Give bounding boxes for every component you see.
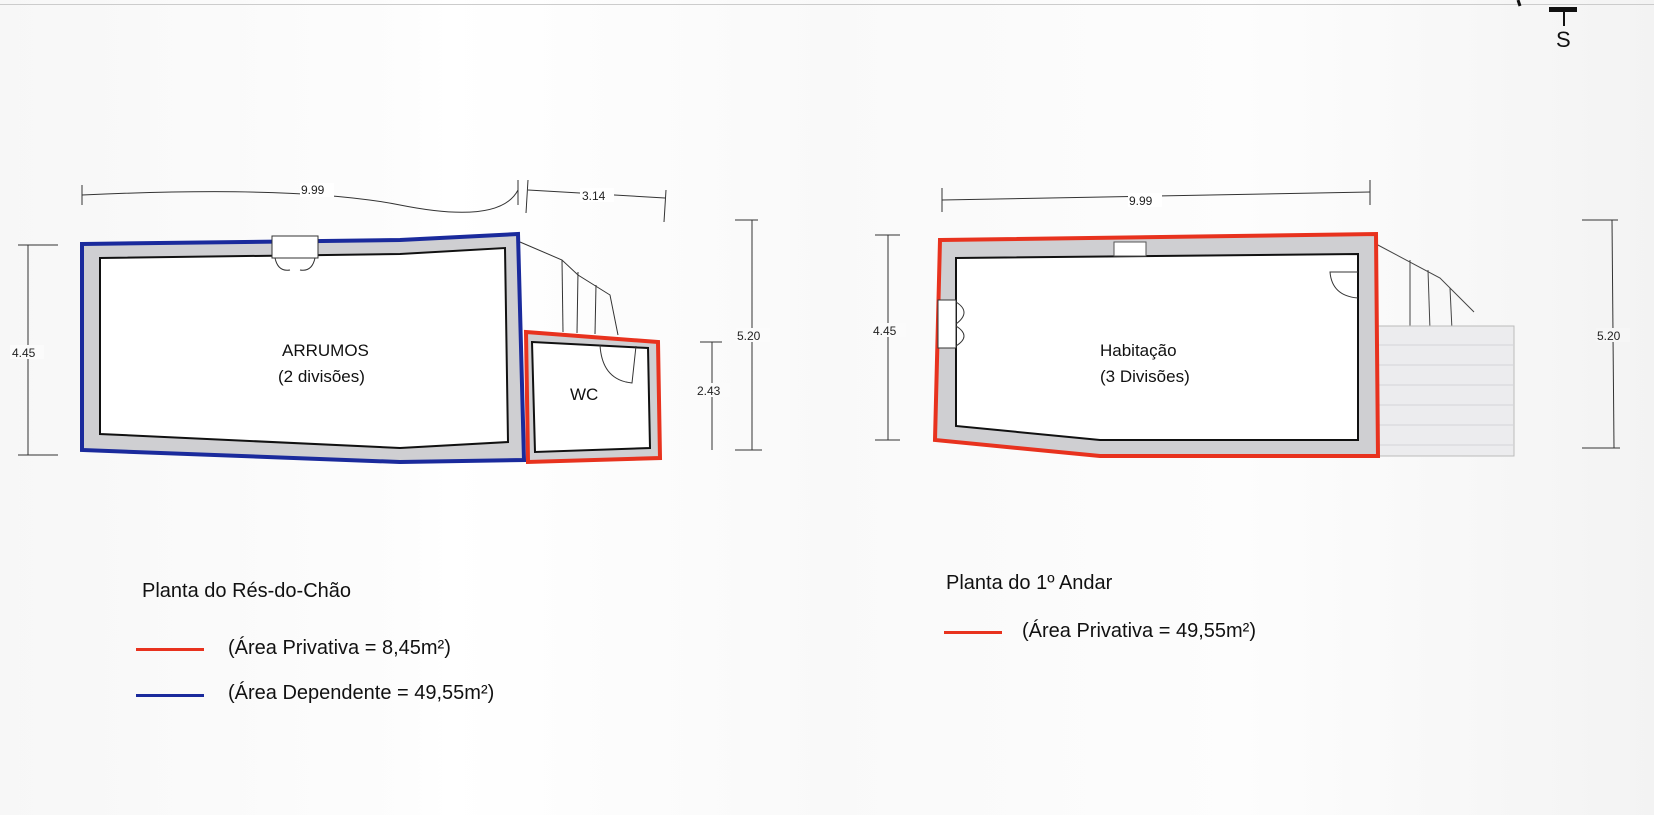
legend-swatch-privativa xyxy=(136,648,204,651)
dim-ground-width-main: 9.99 xyxy=(301,183,325,197)
first-stairs xyxy=(1375,243,1475,331)
ground-legend-dependente: (Área Dependente = 49,55m²) xyxy=(228,682,495,704)
ground-floor-plan: 9.99 3.14 4.45 5.20 2.43 ARRUMOS (2 divi… xyxy=(10,179,770,465)
wc-door-icon xyxy=(599,344,637,384)
first-floor-title: Planta do 1º Andar xyxy=(946,572,1113,594)
room-arrumos-name: ARRUMOS xyxy=(282,341,369,360)
legend-swatch-privativa-first xyxy=(944,631,1002,634)
room-arrumos-subtitle: (2 divisões) xyxy=(278,367,365,386)
dim-ground-width-wc: 3.14 xyxy=(582,189,606,203)
ground-legend-privativa: (Área Privativa = 8,45m²) xyxy=(228,637,451,659)
dim-ground-height-wc: 2.43 xyxy=(697,384,721,398)
door-icon xyxy=(271,235,319,271)
legend-swatch-dependente xyxy=(136,694,204,697)
compass-icon: S xyxy=(1516,0,1577,52)
dim-ground-height-left: 4.45 xyxy=(12,346,36,360)
terrace-tiles xyxy=(1377,325,1515,457)
dim-first-height-left: 4.45 xyxy=(873,324,897,338)
interior-door-icon xyxy=(1329,271,1359,299)
first-legend-privativa: (Área Privativa = 49,55m²) xyxy=(1022,620,1256,642)
stairs xyxy=(519,241,619,336)
ground-floor-title: Planta do Rés-do-Chão xyxy=(142,580,352,602)
scan-top-edge xyxy=(0,4,1654,5)
room-wc-name: WC xyxy=(570,385,598,404)
room-habitacao-subtitle: (3 Divisões) xyxy=(1100,367,1190,386)
room-habitacao-name: Habitação xyxy=(1100,341,1177,360)
window-icon xyxy=(1113,241,1147,257)
door-icon xyxy=(937,299,965,349)
dim-ground-height-right: 5.20 xyxy=(737,329,761,343)
compass-south-label: S xyxy=(1556,27,1571,52)
first-floor-plan: 9.99 4.45 5.20 Habitação (3 Divisões) xyxy=(872,180,1630,458)
dim-first-height-right: 5.20 xyxy=(1597,329,1621,343)
dim-first-width-main: 9.99 xyxy=(1129,194,1153,208)
